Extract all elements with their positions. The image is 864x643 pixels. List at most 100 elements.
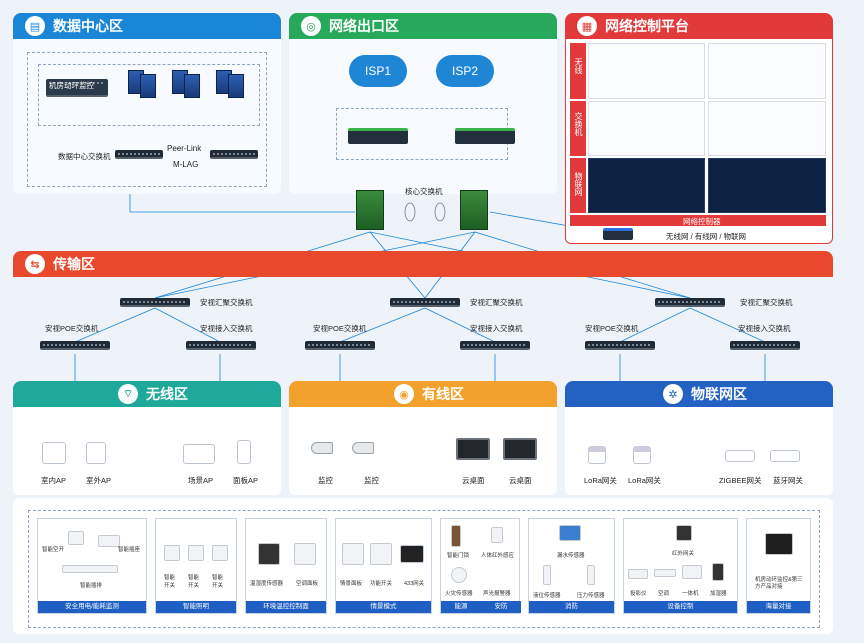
wired-zone-header: ◉ 有线区: [289, 381, 557, 407]
wireless-zone-header: ⌔ 无线区: [13, 381, 281, 407]
thermostat-icon: [258, 543, 280, 565]
scene-ap-icon: [183, 444, 215, 464]
device-label: 温湿度传感器: [250, 581, 284, 587]
iot-card-integration: 机房动环监控&第三方产品对接 海量对接: [746, 518, 811, 614]
row-label-wireless-bg: [570, 43, 586, 99]
iot-device-label: 蓝牙网关: [773, 476, 803, 485]
row-label-iot: 物联网: [574, 172, 583, 196]
wireless-device-label: 场景AP: [188, 476, 214, 485]
agg-switch: [120, 298, 190, 307]
device-label: 压力传感器: [577, 593, 605, 599]
device-label: 液位传感器: [533, 593, 561, 599]
control-zone-header: ▦ 网络控制平台: [565, 13, 833, 39]
datacenter-icon: ▤: [25, 16, 45, 36]
device-label: 智能门锁: [447, 553, 470, 559]
humidifier-icon: [712, 563, 724, 581]
dashboard-screenshot: [708, 43, 826, 99]
level-sensor-icon: [543, 565, 551, 585]
row-label-switch-bg: [570, 101, 586, 156]
camera-icon: [352, 442, 374, 454]
device-label: 智能插座: [118, 547, 141, 553]
access-switch-label: 安视接入交换机: [738, 324, 791, 333]
transport-zone-header: ⇆ 传输区: [13, 251, 833, 277]
dashboard-screenshot: [708, 101, 826, 156]
power-strip-icon: [62, 565, 118, 573]
wired-device-label: 监控: [364, 476, 379, 485]
egress-zone-title: 网络出口区: [329, 18, 399, 34]
iot-card-climate: 温湿度传感器 空调面板 环境温控控制面: [245, 518, 327, 614]
isp2-label: ISP2: [451, 64, 478, 78]
server-icon: [184, 74, 200, 98]
monitor-label: 机房动环监控: [49, 81, 94, 90]
core-switch: [460, 190, 488, 230]
iot-card-fire: 漏水传感器 液位传感器 压力传感器 消防: [528, 518, 615, 614]
controller-bar: [570, 215, 826, 226]
leak-sensor-icon: [559, 525, 581, 541]
all-in-one-icon: [682, 565, 702, 579]
motion-sensor-icon: [491, 527, 503, 543]
pressure-sensor-icon: [587, 565, 595, 585]
poe-switch: [585, 341, 655, 350]
iot-card-device-control: 红外网关 投影仪 空调 一体机 加湿器 设备控制: [623, 518, 738, 614]
ir-gateway-icon: [676, 525, 692, 541]
poe-switch: [40, 341, 110, 350]
agg-switch: [655, 298, 725, 307]
smart-switch-icon: [188, 545, 204, 561]
firewall-router: [348, 128, 408, 144]
wired-device-label: 监控: [318, 476, 333, 485]
card-caption: 安全用电/能耗监测: [38, 601, 146, 613]
row-label-iot-bg: [570, 158, 586, 213]
bottom-dashed-box: [28, 510, 820, 628]
smart-switch-icon: [212, 545, 228, 561]
poe-switch-label: 安视POE交换机: [585, 324, 639, 333]
transport-zone-title: 传输区: [53, 256, 95, 272]
wireless-device-label: 室内AP: [41, 476, 67, 485]
monitor-device: [46, 79, 108, 97]
door-lock-icon: [451, 525, 461, 547]
access-switch-label: 安视接入交换机: [470, 324, 523, 333]
agg-switch: [390, 298, 460, 307]
card-caption: 能源: [454, 603, 468, 610]
device-label: 加湿器: [710, 591, 727, 597]
dashboard-screenshot: [588, 158, 705, 213]
row-label-wireless: 无线: [574, 58, 583, 74]
iot-zone-header: ✲ 物联网区: [565, 381, 833, 407]
ac-icon: [654, 569, 676, 577]
device-label: 一体机: [682, 591, 699, 597]
device-label: 空调: [658, 591, 670, 597]
poe-switch-label: 安视POE交换机: [313, 324, 367, 333]
agg-switch-label: 安视汇聚交换机: [470, 298, 523, 307]
projector-icon: [628, 569, 648, 579]
iot-card-power: 智能空开 智能插座 智能插排 安全用电/能耗监测: [37, 518, 147, 614]
transfer-icon: ⇆: [25, 254, 45, 274]
smart-socket-icon: [98, 535, 120, 547]
device-label: 红外网关: [672, 551, 695, 557]
router-icon: [765, 533, 793, 555]
device-label: 智能插排: [80, 583, 103, 589]
iot-card-scene: 情景面板 功能开关 433网关 情景模式: [335, 518, 432, 614]
isp1-cloud: ISP1: [349, 55, 407, 87]
device-label: 情景面板: [340, 581, 363, 587]
access-switch: [730, 341, 800, 350]
signal-icon: ◉: [394, 384, 414, 404]
agg-switch-label: 安视汇聚交换机: [740, 298, 793, 307]
server-icon: [228, 74, 244, 98]
cloud-desktop-icon: [503, 438, 537, 460]
device-label: 人体红外感应: [481, 553, 515, 559]
core-switch-label: 核心交换机: [405, 187, 443, 196]
device-label: 机房动环监控&第三方产品对接: [755, 577, 803, 590]
device-label: 433网关: [404, 581, 425, 587]
globe-icon: ◎: [301, 16, 321, 36]
wireless-device-label: 室外AP: [86, 476, 112, 485]
dashboard-screenshot: [588, 101, 705, 156]
smart-breaker-icon: [68, 531, 84, 545]
device-label: 空调面板: [296, 581, 319, 587]
peer-link-label: Peer-Link: [167, 144, 202, 153]
bluetooth-gateway-icon: [770, 450, 800, 462]
ac-panel-icon: [294, 543, 316, 565]
device-label: 智能空开: [42, 547, 65, 553]
scene-panel-icon: [342, 543, 364, 565]
egress-zone-body: [289, 39, 557, 194]
indoor-ap-icon: [42, 442, 66, 464]
access-switch: [460, 341, 530, 350]
